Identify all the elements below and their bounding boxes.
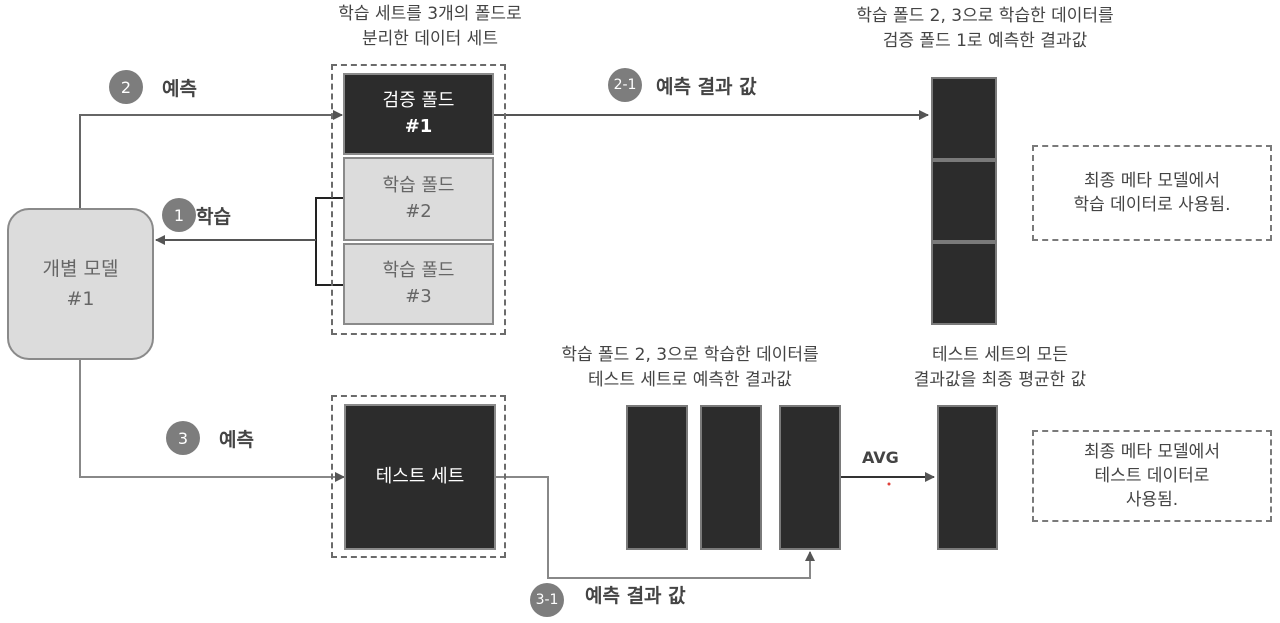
fold-caption: 학습 세트를 3개의 폴드로 분리한 데이터 세트 [260,2,600,52]
train-bracket [315,197,343,286]
step-1-badge: 1 [162,198,196,232]
fold-name: 검증 폴드 [382,90,455,111]
model-name: 개별 모델 [42,258,119,280]
fold-group-border [331,64,506,335]
test-result-caption: 학습 폴드 2, 3으로 학습한 데이터를 테스트 세트로 예측한 결과값 [505,343,875,393]
fold-id: #2 [405,201,432,222]
step-2-1-badge: 2-1 [608,68,642,102]
step-2-1-label: 예측 결과 값 [656,76,757,98]
validation-fold-1: 검증 폴드 #1 [343,73,494,155]
note-test-line2: 테스트 데이터로 [1094,466,1210,486]
fold-name: 학습 폴드 [382,175,455,196]
red-dot [887,482,891,486]
fold-caption-line2: 분리한 데이터 세트 [362,29,498,49]
note-train-data: 최종 메타 모델에서 학습 데이터로 사용됨. [1032,145,1272,241]
fold-id: #1 [404,116,433,137]
step-3-badge: 3 [166,421,200,455]
step-3-1-number: 3-1 [535,592,559,608]
test-result-bar-3 [779,405,841,550]
note-train-line2: 학습 데이터로 사용됨. [1073,195,1231,215]
result-segment-1 [931,77,997,160]
step-2-badge: 2 [109,70,143,104]
train-fold-3: 학습 폴드 #3 [343,243,494,325]
result-arrow-3-1 [496,476,815,579]
model-id: #1 [66,288,95,310]
step-2-label: 예측 [162,78,197,100]
result-segment-3 [931,242,997,325]
step-3-1-label: 예측 결과 값 [585,585,686,607]
step-2-number: 2 [120,77,132,97]
step-1-number: 1 [173,205,185,225]
note-test-data: 최종 메타 모델에서 테스트 데이터로 사용됨. [1032,430,1272,522]
test-result-caption-line2: 테스트 세트로 예측한 결과값 [588,370,792,390]
step-3-label: 예측 [219,429,254,451]
average-caption-line1: 테스트 세트의 모든 [932,345,1068,365]
validation-result-caption-line2: 검증 폴드 1로 예측한 결과값 [882,31,1088,51]
fold-id: #3 [405,286,432,307]
test-result-bar-2 [700,405,762,550]
predict-arrow-3 [79,360,345,482]
train-fold-2: 학습 폴드 #2 [343,157,494,241]
individual-model: 개별 모델 #1 [7,208,154,360]
step-1-label: 학습 [196,206,231,228]
step-3-1-badge: 3-1 [530,583,564,617]
fold-caption-line1: 학습 세트를 3개의 폴드로 [338,4,522,24]
test-result-caption-line1: 학습 폴드 2, 3으로 학습한 데이터를 [561,345,819,365]
note-test-line1: 최종 메타 모델에서 [1084,442,1220,462]
predict-arrow-2 [79,110,343,210]
test-group-border [331,395,506,558]
fold-name: 학습 폴드 [382,260,455,281]
note-train-line1: 최종 메타 모델에서 [1084,171,1220,191]
result-segment-2 [931,160,997,242]
average-caption-line2: 결과값을 최종 평균한 값 [913,370,1087,390]
validation-result-caption: 학습 폴드 2, 3으로 학습한 데이터를 검증 폴드 1로 예측한 결과값 [790,4,1180,54]
average-caption: 테스트 세트의 모든 결과값을 최종 평균한 값 [850,343,1150,393]
step-2-1-number: 2-1 [613,77,637,93]
test-set-label: 테스트 세트 [375,466,465,487]
average-result-bar [937,405,998,550]
test-result-bar-1 [626,405,688,550]
note-test-line3: 사용됨. [1125,490,1179,510]
validation-result-caption-line1: 학습 폴드 2, 3으로 학습한 데이터를 [856,6,1114,26]
step-3-number: 3 [177,428,189,448]
avg-label: AVG [862,448,899,467]
test-set: 테스트 세트 [344,404,496,550]
